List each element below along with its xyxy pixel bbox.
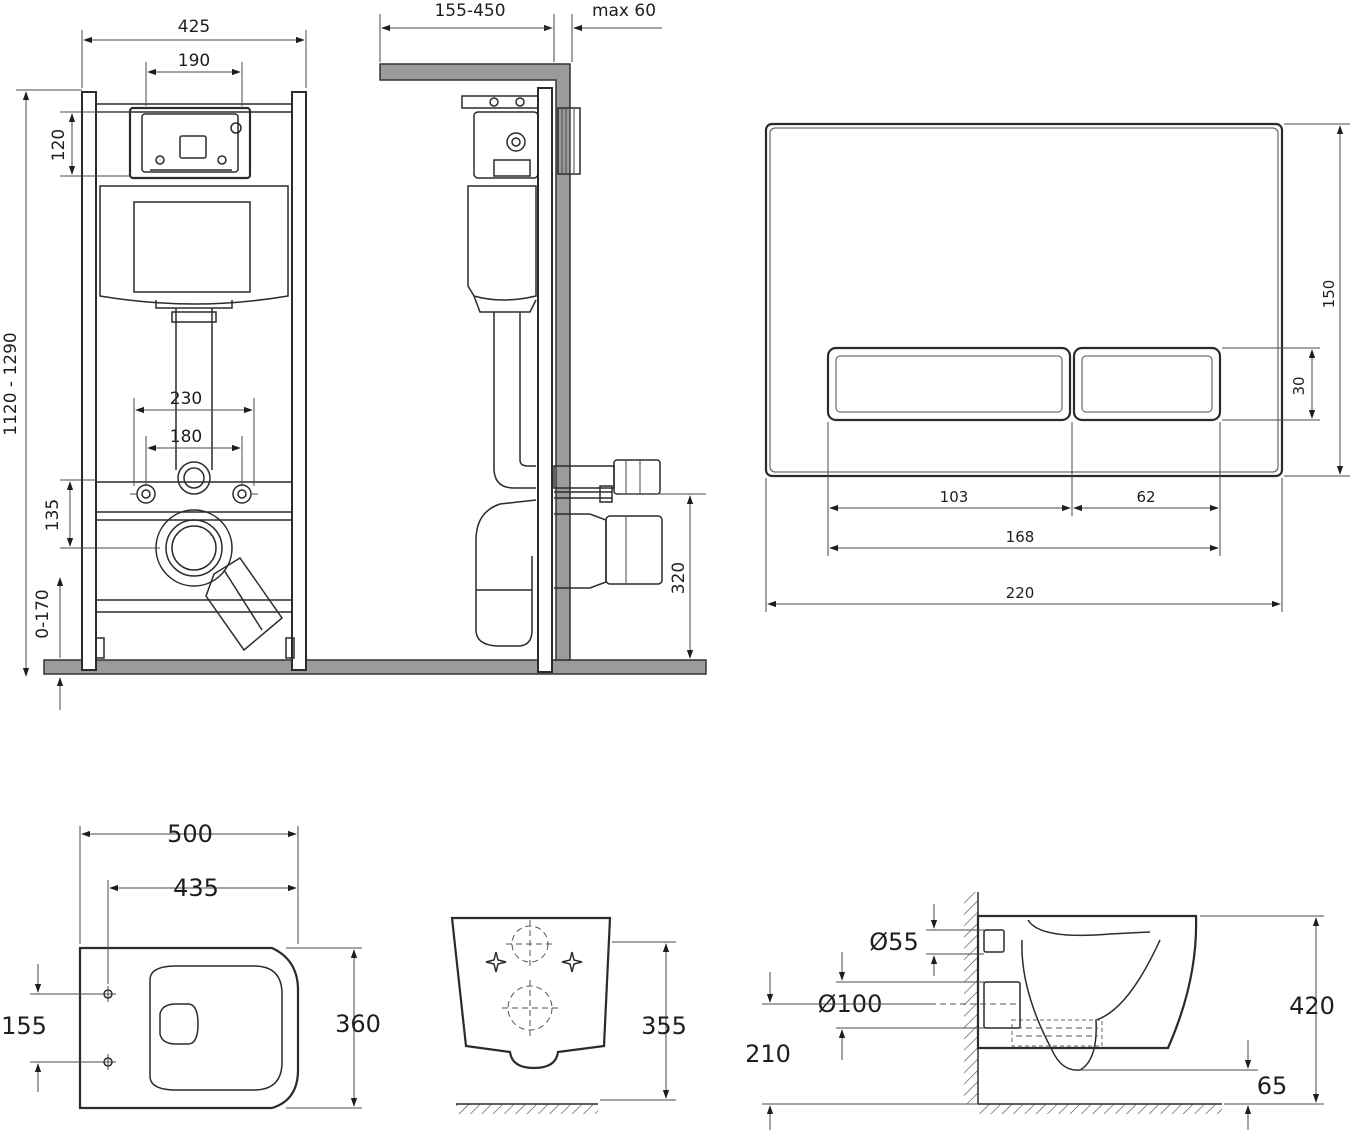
dim-bowl-length: 500 [167,820,213,848]
dim-rim-offset: 65 [1257,1072,1288,1100]
dim-wall-max: max 60 [592,1,656,21]
dim-inlet-diameter: Ø55 [869,928,918,956]
side-inlet [983,929,1005,953]
bowl-outline-side [976,914,1198,1050]
dim-small-button-width: 62 [1136,488,1155,506]
bolt-hole-bottom [100,1054,116,1070]
dim-outlet-height: 320 [669,562,689,594]
toilet-side-view: Ø55 Ø100 210 420 65 [745,892,1335,1130]
dim-mount-depth: 435 [173,874,219,902]
frame-left-upright [81,91,97,671]
side-outlet [983,981,1021,1029]
small-flush-button [1072,346,1222,422]
dim-panel-height: 120 [49,129,69,161]
dim-stud-inner: 180 [170,427,202,447]
dim-large-button-width: 103 [940,488,969,506]
dim-outlet-offset: 135 [43,499,63,531]
dim-leg-adjustment: 0-170 [33,589,53,638]
side-upright [537,87,553,673]
bolt-hole-top [100,986,116,1002]
bowl-trap [1021,939,1161,1071]
dim-bolt-spacing: 155 [1,1012,47,1040]
back-bolt-left [485,951,507,973]
dim-back-height: 355 [641,1012,687,1040]
side-cistern [467,185,537,301]
sewage-outlet [155,509,233,587]
dim-frame-height: 1120 - 1290 [1,332,21,435]
flush-plate-view: 150 30 103 62 168 220 [764,122,1350,612]
right-stud [232,484,252,504]
dim-plate-height: 150 [1320,280,1338,309]
cistern [99,185,289,305]
bowl-outline-top [78,946,300,1110]
dim-bowl-height: 420 [1289,992,1335,1020]
flush-panel-opening [128,106,252,180]
dim-panel-hole-spacing: 190 [178,51,210,71]
large-flush-button [826,346,1072,422]
side-flush-pipe [493,312,536,489]
water-level [1011,1019,1103,1047]
dim-plate-width: 220 [1006,584,1035,602]
frame-front-view: 425 190 120 1120 - 1290 230 180 135 0-17… [1,17,707,710]
bowl-outline-back [450,916,612,1070]
bowl-opening [149,965,283,1091]
panel-mount [557,107,581,175]
toilet-back-view: 355 [450,916,687,1114]
toilet-top-view: 500 435 360 155 [1,820,381,1110]
floor [43,659,707,675]
dim-outlet-height-side: 210 [745,1040,791,1068]
dim-buttons-total-width: 168 [1006,528,1035,546]
drain-elbow [205,556,284,652]
flush-inlet [177,461,211,495]
dim-stud-outer: 230 [170,389,202,409]
side-view-wall [964,892,978,1104]
left-stud [136,484,156,504]
flush-plate [764,122,1284,478]
back-bolt-right [561,951,583,973]
frame-side-view: 155-450 max 60 320 [379,1,706,673]
dim-depth-range: 155-450 [434,1,505,21]
frame-right-upright [291,91,307,671]
dim-button-height: 30 [1290,376,1308,395]
flush-valve-block [473,111,539,179]
dim-frame-width: 425 [178,17,210,37]
side-drain-elbow [475,499,537,647]
side-wall [379,63,571,661]
flush-pipe [175,308,213,470]
dim-bowl-width: 360 [335,1010,381,1038]
